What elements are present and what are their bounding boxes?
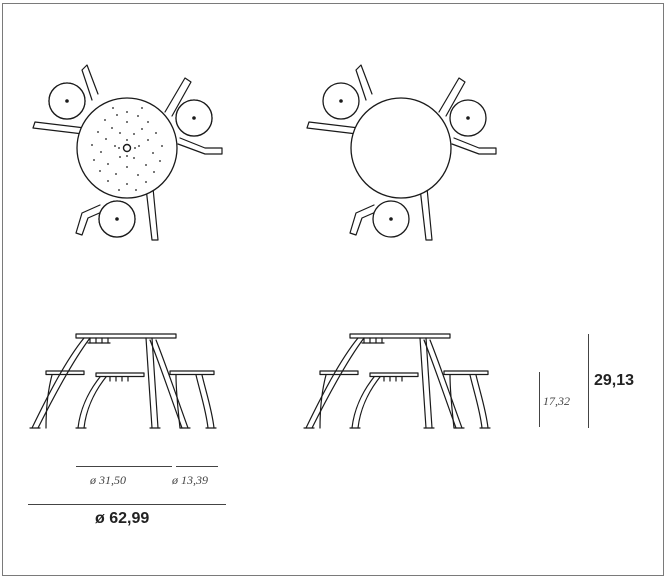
overall-diameter-label: ø 62,99 [95,510,150,527]
table-top-perforated [76,97,178,199]
seat-height-line [539,372,540,427]
perforation-dots [91,107,163,191]
stool-diameter-line [176,466,218,467]
table-top-solid [350,97,452,199]
plan-view-perforated [32,64,223,241]
table-diameter-line [76,466,172,467]
seat-height-label: 17,32 [543,394,570,408]
table-diameter-label: ø 31,50 [90,473,126,487]
plan-view-solid [306,64,497,241]
elevation-view-left [29,333,217,429]
drawing-frame [2,3,664,576]
table-height-label: 29,13 [594,372,635,389]
overall-diameter-line [28,504,226,505]
stool-diameter-label: ø 13,39 [172,473,208,487]
elevation-view-right [303,333,491,429]
table-height-line [588,334,589,428]
